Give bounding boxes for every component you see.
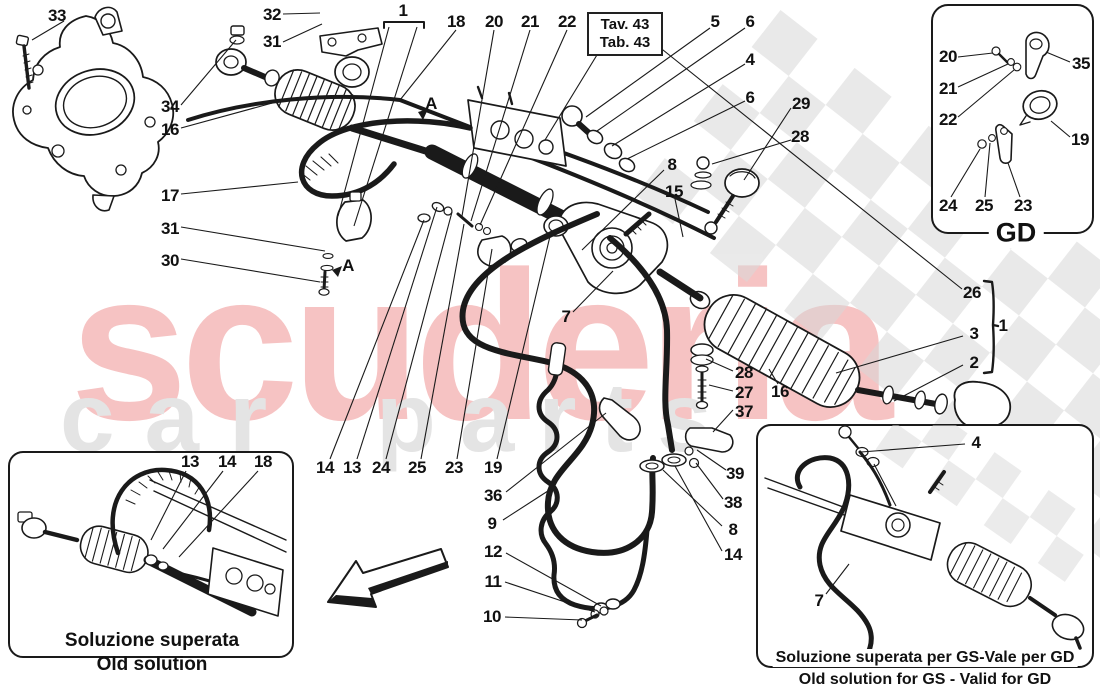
small-fittings-5-6-4-6-drawing <box>561 105 636 173</box>
view-arrow-markers <box>332 109 428 277</box>
inset-old-solution-drawing <box>17 467 287 617</box>
inset-old-solution <box>8 451 294 658</box>
inset-gs-gd-drawing <box>764 425 1085 660</box>
mount-bracket-and-bushing-drawing <box>319 27 383 88</box>
table-reference-line1: Tav. 43 <box>600 16 650 33</box>
gd-panel-label: GD <box>988 217 1044 249</box>
banjo-fitting-10-11-12-drawing <box>576 598 621 629</box>
inset-old-solution-caption-en: Old solution <box>96 654 208 675</box>
group-brackets <box>383 21 1000 375</box>
table-reference-box: Tav. 43 Tab. 43 <box>587 12 663 56</box>
gd-panel <box>931 4 1094 234</box>
inset-flag-patch <box>875 425 1084 582</box>
steering-knuckle-drawing <box>12 6 175 212</box>
direction-arrow <box>327 548 449 608</box>
valve-manifold-block-drawing <box>467 85 567 167</box>
right-boot-and-tie-rod-drawing <box>703 294 1012 444</box>
leader-lines <box>31 12 964 621</box>
inset-gs-gd-caption-en: Old solution for GS - Valid for GD <box>798 671 1052 688</box>
inset-gs-gd-caption-it: Soluzione superata per GS-Vale per GD <box>772 649 1078 667</box>
table-reference-line2: Tab. 43 <box>599 34 651 51</box>
inset-old-solution-caption-it: Soluzione superata <box>60 630 244 652</box>
washer-bolt-27-28-drawing <box>684 343 734 469</box>
gd-panel-parts-drawing <box>977 31 1058 164</box>
watermark-tagline-car: car <box>60 362 298 472</box>
inset-gs-gd <box>756 424 1094 668</box>
fitting-28-29-cluster-drawing <box>690 156 760 235</box>
clamp-cluster-drawing <box>318 191 569 296</box>
hose-17-loop-drawing <box>298 118 473 199</box>
bolt-33-drawing <box>15 34 34 90</box>
